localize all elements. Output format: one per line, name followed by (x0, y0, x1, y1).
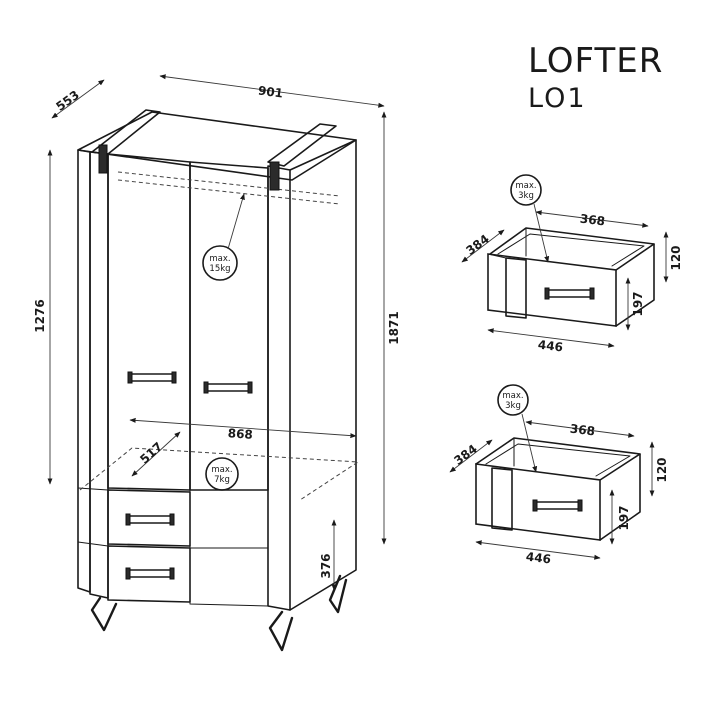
wardrobe-drawer-upper (107, 489, 191, 547)
drawer-top-box (489, 227, 655, 271)
dim-interior-width: 868 (227, 426, 253, 442)
drawer-bottom-load-tag (497, 384, 529, 416)
drawer-top-inner-width: 368 (579, 212, 606, 229)
drawer-side-line (77, 487, 109, 491)
wardrobe-side-right (289, 139, 357, 611)
dim-depth: 553 (53, 88, 82, 114)
dim-line-drawer-top-outer-width (487, 328, 615, 348)
hanging-rail (117, 171, 341, 197)
wardrobe: max. 15kg max. 7kg 553 901 1276 1871 868… (33, 74, 401, 652)
drawer-bottom-front-height: 197 (617, 505, 631, 530)
wardrobe-door-right (189, 161, 269, 491)
shelf-load-line2: 7kg (214, 475, 230, 485)
dim-line-drawer-bottom-inner-width (525, 420, 635, 438)
drawer-top-outer-width: 446 (537, 338, 564, 355)
rail-load-line2: 15kg (209, 264, 230, 274)
drawer-top-load-line2: 3kg (518, 191, 534, 201)
drawer-detail-top: max. 3kg 368 384 446 120 197 (461, 174, 683, 355)
door-handle-left (127, 371, 177, 384)
wardrobe-leg (268, 610, 294, 652)
strap-right (269, 161, 280, 191)
drawer-detail-bottom: max. 3kg 368 384 446 120 197 (449, 384, 669, 567)
drawer-bottom-inner-height: 120 (655, 457, 669, 482)
door-handle-right (203, 381, 253, 394)
drawer-top-strip (505, 257, 527, 319)
drawer-bottom-box (475, 437, 641, 481)
drawer-top-load-tag (510, 174, 542, 206)
drawer-handle-lower (125, 567, 175, 580)
dim-line-drawer-top-inner-width (535, 210, 649, 228)
rail-load-line1: max. (209, 254, 230, 264)
drawer-bottom-rim (485, 443, 631, 477)
drawer-bottom-load-line2: 3kg (505, 401, 521, 411)
wardrobe-frame-right (267, 165, 291, 611)
dim-drawer-zone: 376 (319, 553, 333, 578)
hanging-rail (117, 179, 341, 205)
shelf-load-line1: max. (211, 465, 232, 475)
strap-left (98, 144, 108, 174)
drawer-top-load-line1: max. (515, 181, 536, 191)
product-brand: LOFTER (528, 41, 663, 81)
drawer-handle-upper (125, 513, 175, 526)
drawer-top-rim (497, 233, 645, 267)
dim-line-drawer-bottom-outer-width (475, 540, 601, 560)
dim-line-drawer-top-depth (461, 229, 505, 263)
drawer-bottom-handle (532, 499, 583, 512)
drawer-side-line (77, 541, 109, 547)
dim-total-height: 1871 (387, 311, 401, 344)
dim-line-interior-width (129, 417, 357, 439)
shelf-load-tag (205, 457, 239, 491)
dim-interior-depth: 517 (137, 439, 165, 466)
wardrobe-drawer-lower (107, 545, 191, 603)
rail-load-pointer (227, 193, 245, 250)
drawer-top-handle (544, 287, 595, 300)
dim-line-drawer-bottom-depth (449, 439, 493, 473)
drawer-bottom-load-pointer (521, 413, 538, 473)
dim-hanging-height: 1276 (33, 299, 47, 332)
drawer-top-front-height: 197 (631, 291, 645, 316)
wardrobe-door-left (107, 153, 191, 491)
wardrobe-leg (90, 596, 118, 632)
dim-line-depth (51, 79, 105, 119)
drawer-bottom-outer-width: 446 (525, 550, 552, 567)
dim-line-width (159, 74, 385, 108)
dim-width: 901 (257, 83, 284, 100)
rail-load-tag (202, 245, 238, 281)
product-model: LO1 (528, 83, 587, 114)
drawer-bottom-inner-width: 368 (569, 422, 596, 439)
drawer-bottom-load-line1: max. (502, 391, 523, 401)
drawer-bottom-strip (491, 467, 513, 531)
wardrobe-top (77, 111, 357, 181)
drawer-top-inner-height: 120 (669, 245, 683, 270)
dim-line-interior-depth (131, 431, 181, 477)
wardrobe-frame-left (89, 151, 109, 599)
wardrobe-leg (328, 574, 348, 614)
wardrobe-side-panel (77, 149, 91, 593)
